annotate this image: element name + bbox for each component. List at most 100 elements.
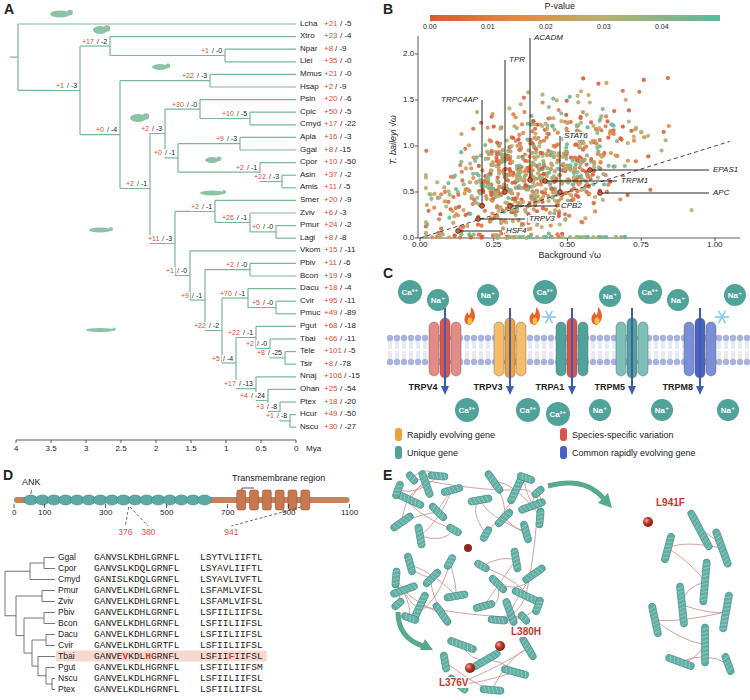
data-point [512,197,516,201]
tree-branch [175,275,190,276]
lipid-tail [466,351,467,359]
lipid-head [471,335,477,341]
data-point [510,135,514,139]
data-point [633,127,637,131]
tree-branch [30,563,44,564]
lipid-head [422,335,428,341]
lipid-tail [657,341,658,349]
helix-turn [521,524,527,527]
data-point [549,234,553,238]
data-point [549,150,553,154]
data-point [468,180,472,184]
identity-line [420,141,730,238]
highlight-band [56,651,267,662]
data-point [427,192,431,196]
tree-branch [44,557,55,558]
helix-turn [420,474,426,478]
lipid-head [667,359,673,365]
lipid-head [590,335,596,341]
lipid-tail [552,341,553,349]
data-point [558,222,562,226]
lipid-tail [480,341,481,349]
data-point [598,160,602,164]
helix-turn [665,544,671,547]
tree-branch [38,656,55,657]
data-point [560,182,564,186]
lipid-tail [482,351,483,359]
data-point [568,235,572,239]
lipid-tail [398,351,399,359]
data-point [575,170,579,174]
colorbar [430,15,720,21]
helix-turn [448,594,451,600]
gain-count: +23 [324,32,338,41]
lipid-tail [725,341,726,349]
helix-turn [496,687,499,693]
data-point [511,219,515,223]
lipid-tail [391,351,392,359]
helix-turn [695,523,701,528]
data-point [520,122,524,126]
data-point [519,102,523,106]
helix-turn [491,479,497,484]
lipid-tail [601,341,602,349]
helix-body [440,484,463,496]
helix-body [532,596,545,615]
lipid-head [653,359,659,365]
lipid-tail [531,351,532,359]
helix-turn [703,571,709,574]
mutation-sphere [465,663,475,673]
helix-turn [537,516,543,519]
lipid-tail [389,341,390,349]
data-point [559,111,563,115]
tree-branch [250,275,296,276]
helix-turn [436,473,439,479]
helix-turn [520,614,526,619]
helix-turn [418,543,424,546]
helix-body [719,592,733,633]
helix-turn [394,590,398,596]
data-point [600,155,604,159]
data-point [627,108,631,112]
axis-tick [288,504,289,508]
data-point [615,139,619,143]
position-guide [231,507,301,526]
data-point [477,173,481,177]
helix-turn [416,606,422,610]
lipid-tail [545,341,546,349]
ion-flow-arrow [444,308,446,388]
data-point [621,89,625,93]
pore [464,544,472,552]
helix-turn [702,632,708,634]
lipid-head [464,359,470,365]
data-point [506,149,510,153]
lipid-head [723,335,729,341]
helix-turn [452,486,455,492]
helix-body [648,603,662,638]
lipid-tail [391,341,392,349]
protein-loop [655,620,705,645]
tree-branch [250,212,296,213]
data-point [548,181,552,185]
axis-tick [156,440,157,443]
helix-turn [456,529,461,535]
gain-count: +21 [324,70,338,79]
helix-turn [718,543,724,547]
tree-branch [256,326,296,327]
data-point [537,162,541,166]
lipid-tail [403,351,404,359]
lipid-tail [683,341,684,349]
lipid-tail [473,351,474,359]
transmembrane-helix [301,490,310,510]
helix-turn [396,484,402,488]
data-point [523,208,527,212]
arrow-head [441,386,449,395]
data-point [495,215,499,219]
tree-branch [46,634,55,635]
loss-count: / -0 [340,70,352,79]
data-point [637,90,641,94]
tree-branch [240,137,296,138]
axis-tick [166,504,167,508]
data-point [468,161,472,165]
tree-branch [46,667,55,668]
